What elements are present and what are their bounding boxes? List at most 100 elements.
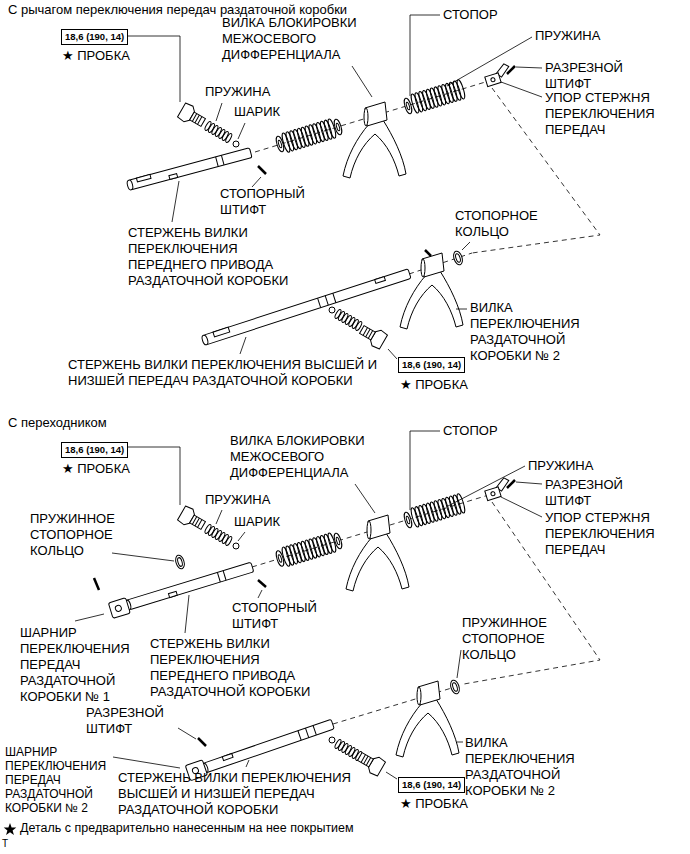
leader-line: [126, 447, 180, 505]
parts-b: [177, 505, 208, 533]
leader-line: [75, 15, 542, 779]
leader-line: [448, 466, 525, 506]
section-heading: С переходником: [8, 415, 208, 431]
parts-a: [334, 309, 363, 331]
parts-b: [94, 477, 515, 781]
parts-a: [136, 174, 151, 181]
part-label: СТОПОР: [443, 7, 513, 23]
parts-a: [126, 180, 133, 191]
torque-box: 18,6 (190, 14): [61, 29, 128, 45]
part-label: ШАРИК: [234, 104, 294, 120]
parts-a: [333, 118, 343, 135]
part-label: СТЕРЖЕНЬ ВИЛКИ ПЕРЕКЛЮЧЕНИЯ ВЫСШЕЙ И НИЗ…: [68, 357, 408, 389]
parts-a: [357, 322, 388, 350]
leader-line: [75, 614, 104, 621]
parts-b: [410, 493, 467, 528]
parts-b: [305, 728, 308, 737]
part-label: ★ ПРОБКА: [400, 796, 480, 812]
parts-a: [233, 141, 239, 147]
part-label: СТЕРЖЕНЬ ВИЛКИ ПЕРЕКЛЮЧЕНИЯ ПЕРЕДНЕГО ПР…: [128, 225, 310, 289]
leader-line: [457, 650, 461, 678]
parts-a: [329, 307, 335, 313]
parts-b: [355, 749, 386, 777]
parts-b: [201, 719, 334, 773]
leader-line: [172, 181, 179, 222]
parts-b: [223, 571, 226, 581]
leader-line: [355, 484, 375, 513]
part-label: ВИЛКА БЛОКИРОВКИ МЕЖОСЕВОГО ДИФФЕРЕНЦИАЛ…: [222, 15, 382, 63]
part-label: ★ ПРОБКА: [62, 461, 142, 477]
leader-line: [216, 510, 222, 524]
parts-b: [396, 681, 459, 757]
part-label: ВИЛКА ПЕРЕКЛЮЧЕНИЯ РАЗДАТОЧНОЙ КОРОБКИ №…: [470, 300, 590, 364]
parts-a: [221, 155, 224, 165]
part-label: УПОР СТЕРЖНЯ ПЕРЕКЛЮЧЕНИЯ ПЕРЕДАЧ: [545, 510, 675, 558]
part-label: СТОПОРНЫЙ ШТИФТ: [220, 186, 320, 218]
parts-b: [449, 679, 461, 695]
leader-line: [185, 595, 189, 633]
parts-b: [233, 543, 239, 549]
parts-a: [129, 148, 252, 190]
parts-a: [126, 63, 515, 350]
part-label: РАЗРЕЗНОЙ ШТИФТ: [545, 60, 640, 92]
part-label: ШАРИК: [234, 514, 294, 530]
parts-b: [217, 572, 220, 582]
part-label: СТЕРЖЕНЬ ВИЛКИ ПЕРЕКЛЮЧЕНИЯ ПЕРЕДНЕГО ПР…: [150, 636, 332, 700]
leader-line: [456, 309, 467, 310]
parts-b: [298, 731, 301, 740]
parts-a: [318, 298, 321, 308]
leader-line: [410, 431, 440, 510]
leader-line: [246, 760, 249, 767]
parts-a: [216, 157, 219, 167]
leader-line: [113, 757, 180, 768]
part-label: ШАРНИР ПЕРЕКЛЮЧЕНИЯ ПЕРЕДАЧ РАЗДАТОЧНОЙ …: [20, 625, 148, 705]
parts-a: [258, 166, 266, 174]
torque-box: 18,6 (190, 14): [398, 777, 465, 793]
parts-a: [281, 118, 338, 153]
parts-b: [329, 737, 335, 743]
leader-line: [238, 123, 245, 139]
parts-a: [333, 293, 336, 303]
leader-line: [457, 742, 463, 743]
parts-b: [204, 524, 233, 546]
parts-b: [346, 515, 409, 591]
parts-b: [222, 754, 233, 761]
leader-line: [216, 103, 222, 121]
part-label: ★ ПРОБКА: [400, 377, 480, 393]
parts-b: [313, 726, 316, 735]
parts-b: [94, 578, 99, 590]
part-label: СТОПОРНОЕ КОЛЬЦО: [455, 208, 555, 240]
leader-line: [126, 36, 180, 102]
leader-line: [258, 590, 262, 598]
part-label: ВИЛКА ПЕРЕКЛЮЧЕНИЯ РАЗДАТОЧНОЙ КОРОБКИ №…: [465, 735, 585, 799]
part-label: УПОР СТЕРЖНЯ ПЕРЕКЛЮЧЕНИЯ ПЕРЕДАЧ: [545, 90, 675, 138]
leader-line: [388, 349, 397, 359]
parts-a: [410, 79, 467, 114]
leader-line: [386, 772, 397, 779]
parts-a: [177, 102, 208, 130]
part-label: РАЗРЕЗНОЙ ШТИФТ: [545, 477, 640, 509]
parts-a: [343, 102, 406, 178]
part-label: ПРУЖИНА: [205, 492, 285, 508]
torque-value: 18,6 (190, 14): [402, 359, 461, 370]
parts-b: [198, 738, 206, 746]
legend-star: [4, 823, 17, 835]
part-label: СТОПОРНЫЙ ШТИФТ: [232, 600, 332, 632]
leader-line: [501, 82, 542, 97]
part-label: СТЕРЖЕНЬ ВИЛКИ ПЕРЕКЛЮЧЕНИЯ ВЫСШЕЙ И НИЗ…: [118, 770, 396, 818]
part-label: ПРУЖИНА: [205, 84, 285, 100]
parts-a: [201, 334, 209, 345]
leader-line: [238, 532, 245, 541]
parts-b: [258, 580, 266, 587]
leader-line: [352, 66, 372, 97]
parts-b: [333, 532, 343, 549]
section-heading: С рычагом переключения передач раздаточн…: [8, 2, 428, 18]
part-label: ПРУЖИННОЕ СТОПОРНОЕ КОЛЬЦО: [462, 615, 562, 663]
part-label: ПРУЖИНА: [528, 458, 618, 474]
torque-value: 18,6 (190, 14): [65, 31, 124, 42]
parts-b: [507, 480, 515, 488]
leader-line: [178, 728, 196, 739]
parts-a: [425, 250, 431, 256]
leader-line: [501, 497, 542, 517]
